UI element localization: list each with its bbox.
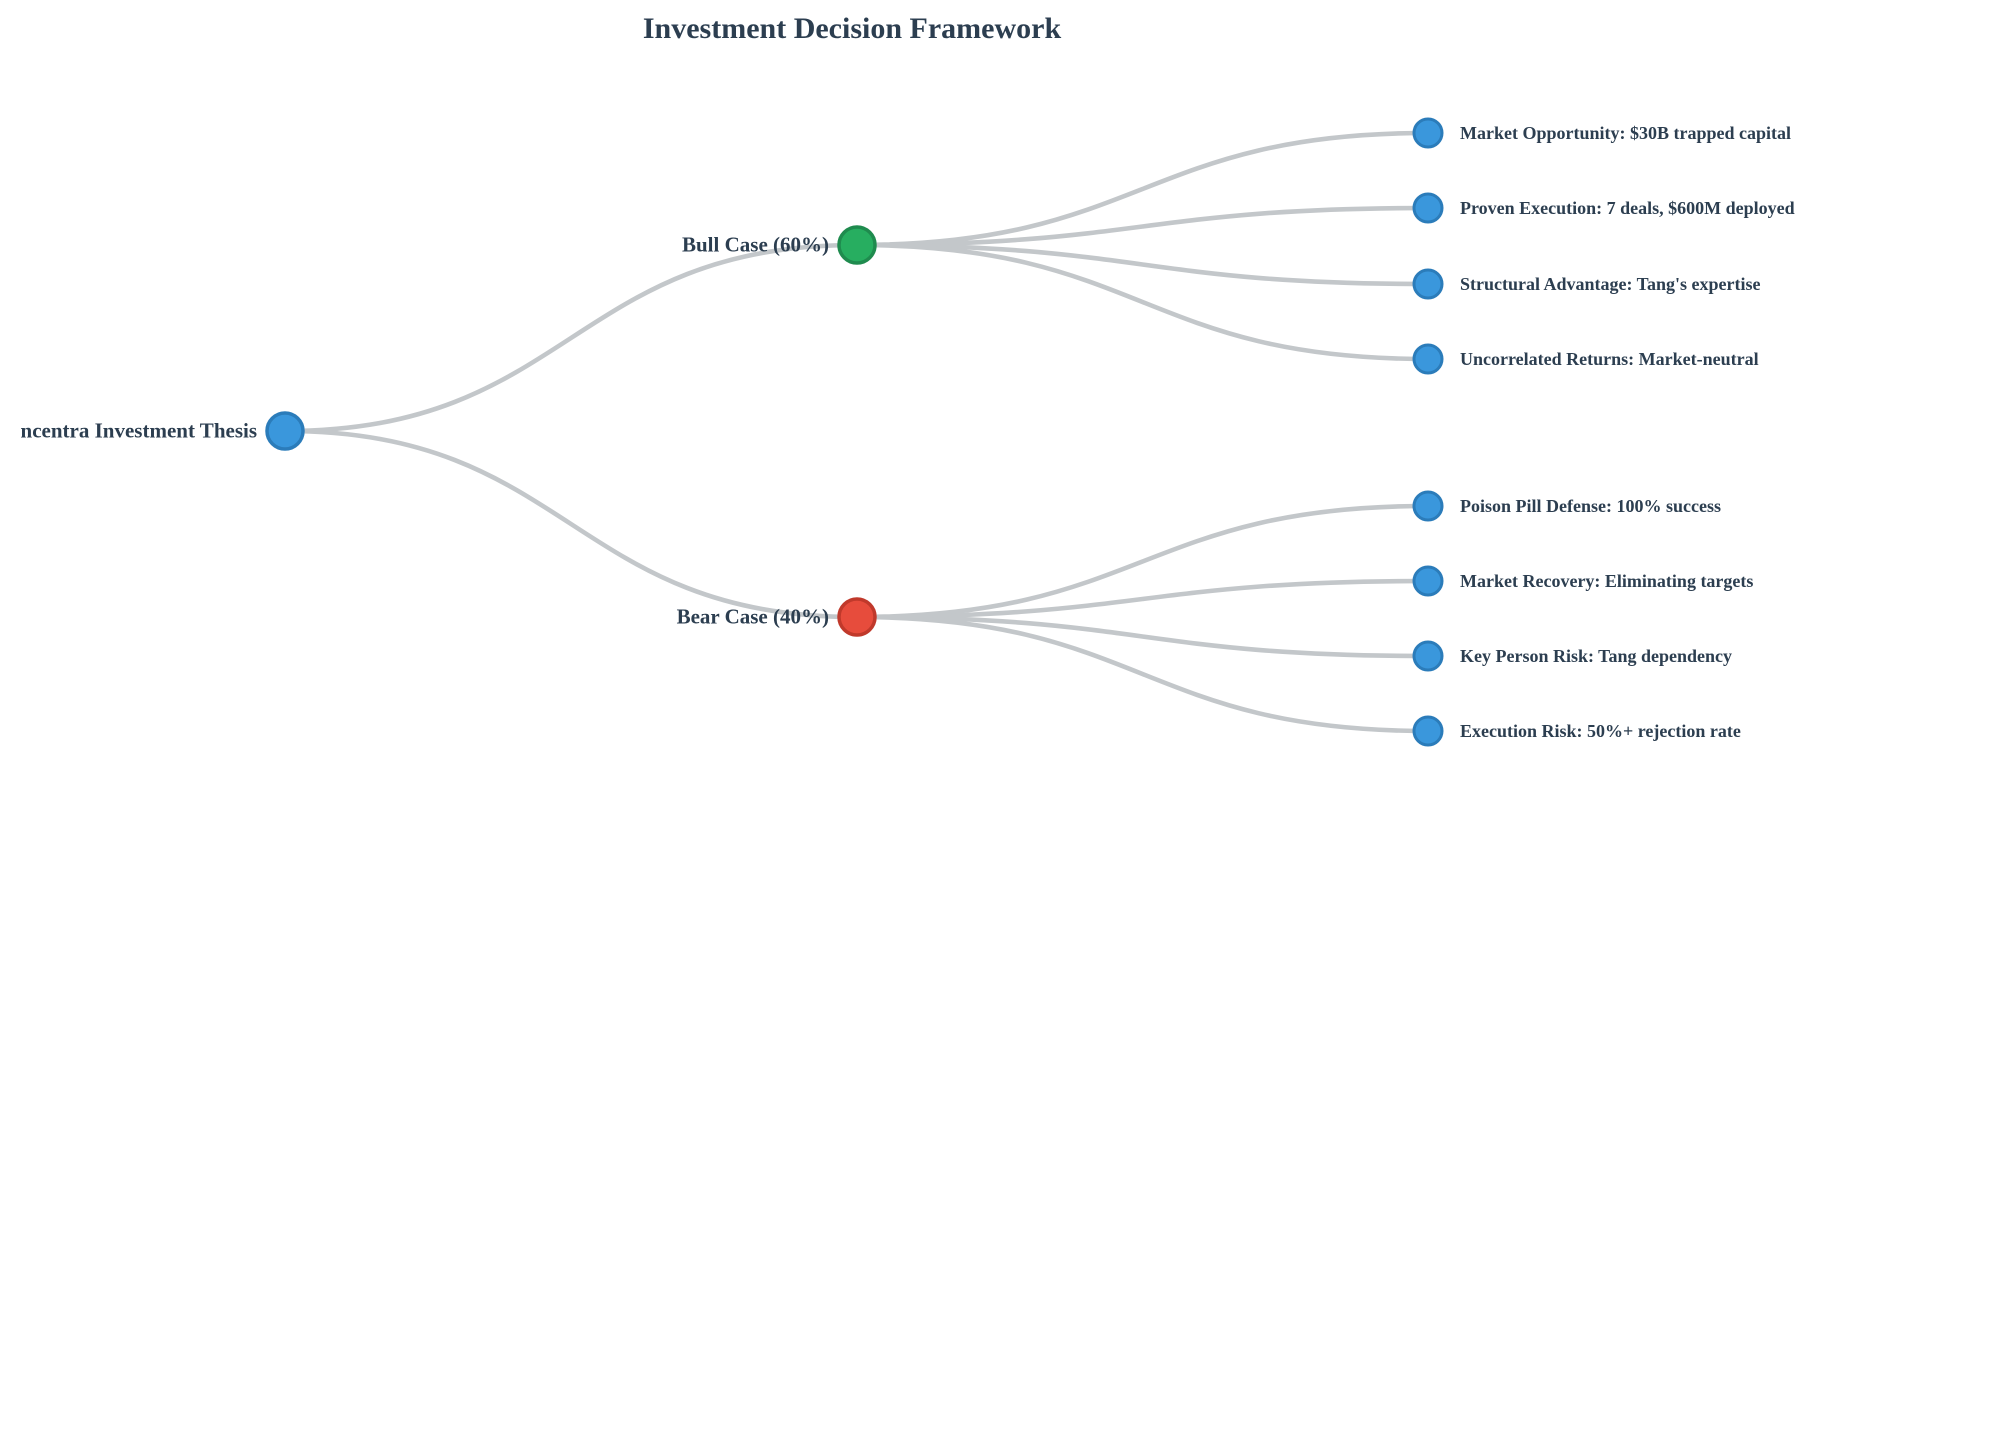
tree-link (854, 578, 1431, 620)
node-label-bear-3: Key Person Risk: Tang dependency (1460, 646, 1733, 666)
tree-link (854, 242, 1431, 287)
tree-link (854, 614, 1431, 734)
node-label-bear-1: Poison Pill Defense: 100% success (1460, 496, 1721, 516)
tree-link (854, 205, 1431, 248)
node-label-bear-4: Execution Risk: 50%+ rejection rate (1460, 721, 1741, 741)
node-circle-bear-2 (1412, 565, 1444, 597)
node-label-bull-3: Structural Advantage: Tang's expertise (1460, 274, 1761, 294)
node-circle-bear-3 (1412, 640, 1444, 672)
tree-link (282, 242, 860, 434)
node-circle-bull-1 (1412, 117, 1444, 149)
node-circle-bull-4 (1412, 343, 1444, 375)
node-circle-bull-2 (1412, 192, 1444, 224)
node-circle-bear-case (837, 597, 877, 637)
node-label-bull-2: Proven Execution: 7 deals, $600M deploye… (1460, 198, 1795, 218)
tree-link (854, 130, 1431, 248)
node-label-root: ncentra Investment Thesis (20, 418, 257, 443)
node-label-bull-case: Bull Case (60%) (682, 232, 829, 257)
node-label-bear-case: Bear Case (40%) (676, 604, 829, 629)
node-label-bear-2: Market Recovery: Eliminating targets (1460, 571, 1754, 591)
node-circle-bull-3 (1412, 268, 1444, 300)
node-circle-bear-1 (1412, 490, 1444, 522)
tree-link (854, 503, 1431, 620)
tree-link (854, 242, 1431, 362)
tree-link (282, 428, 860, 620)
node-label-bull-4: Uncorrelated Returns: Market-neutral (1460, 349, 1759, 369)
node-circle-bear-4 (1412, 715, 1444, 747)
page-title: Investment Decision Framework (642, 12, 1062, 45)
node-circle-root (265, 411, 305, 451)
tree-link (854, 614, 1431, 659)
node-label-bull-1: Market Opportunity: $30B trapped capital (1460, 123, 1791, 143)
node-circle-bull-case (837, 225, 877, 265)
